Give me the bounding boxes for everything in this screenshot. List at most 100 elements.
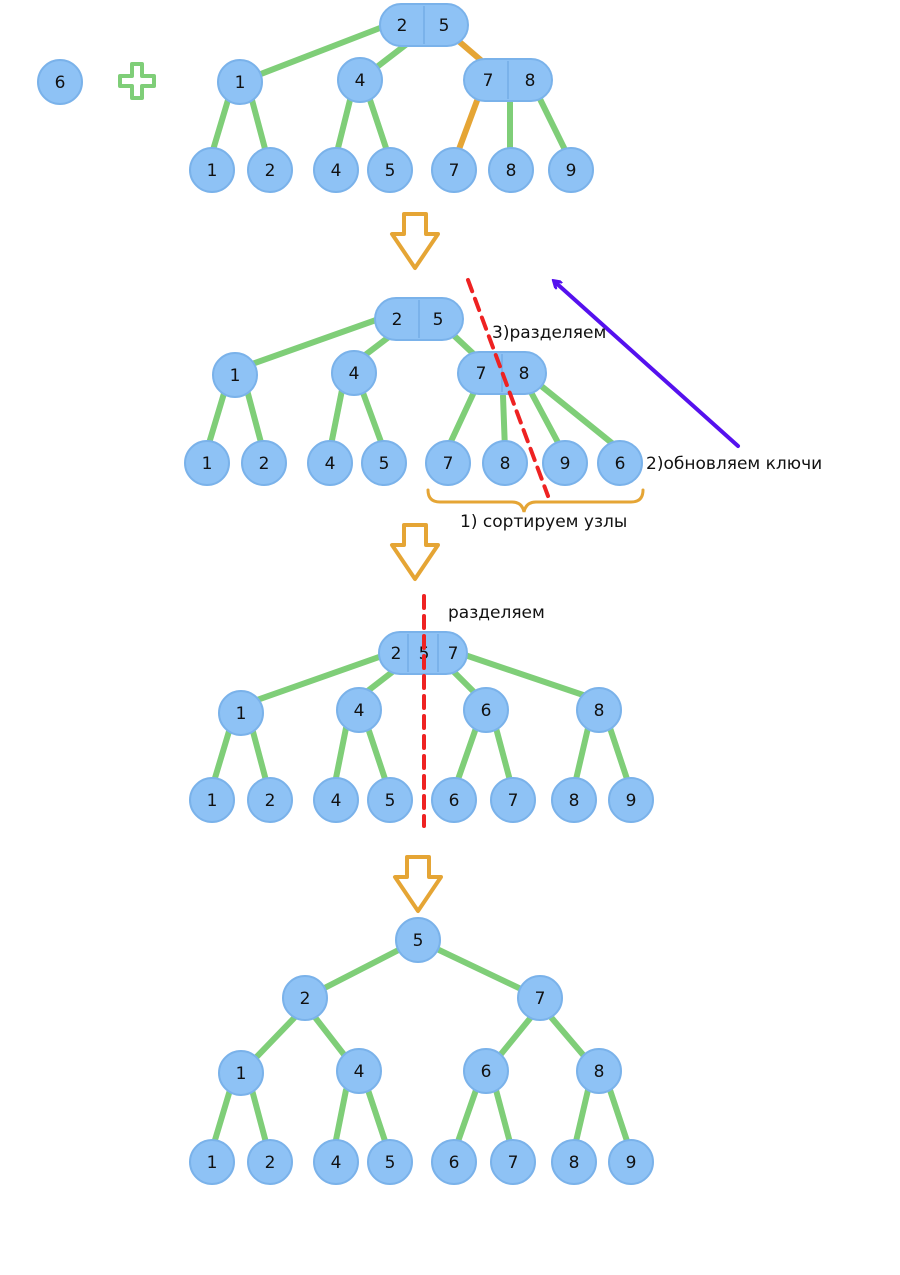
svg-text:9: 9 — [626, 1153, 637, 1173]
svg-text:7: 7 — [508, 791, 519, 811]
svg-text:5: 5 — [385, 1153, 396, 1173]
svg-text:2: 2 — [391, 644, 402, 664]
leaf-node: 4 — [313, 777, 359, 823]
svg-text:8: 8 — [506, 161, 517, 181]
svg-text:9: 9 — [626, 791, 637, 811]
svg-text:2: 2 — [392, 310, 403, 330]
leaf-node: 7 — [425, 440, 471, 486]
svg-text:4: 4 — [354, 1062, 365, 1082]
stage-2-level2-node: 4 — [331, 350, 377, 396]
svg-text:1: 1 — [202, 454, 213, 474]
stage-4-level3-node: 6 — [463, 1048, 509, 1094]
leaf-node: 7 — [431, 147, 477, 193]
leaf-node: 8 — [551, 777, 597, 823]
svg-text:8: 8 — [594, 701, 605, 721]
leaf-node: 9 — [548, 147, 594, 193]
leaf-node: 1 — [184, 440, 230, 486]
stage-2-root-node: 2 5 — [374, 297, 464, 341]
stage-4-level2-node: 7 — [517, 975, 563, 1021]
stage-4-level3-node: 4 — [336, 1048, 382, 1094]
svg-text:2: 2 — [265, 161, 276, 181]
svg-text:7: 7 — [476, 364, 487, 384]
split-label: 3)разделяем — [492, 323, 606, 343]
svg-text:1: 1 — [207, 1153, 218, 1173]
leaf-node: 9 — [542, 440, 588, 486]
split-line — [466, 278, 550, 498]
stage-4-leaves: 1 2 4 5 6 7 8 9 — [189, 1139, 654, 1185]
stage-4-level3-node: 8 — [576, 1048, 622, 1094]
svg-text:9: 9 — [566, 161, 577, 181]
svg-text:2: 2 — [265, 1153, 276, 1173]
stage-3-leaves: 1 2 4 5 6 7 8 9 — [189, 777, 654, 823]
svg-text:1: 1 — [235, 73, 246, 93]
svg-text:1: 1 — [207, 161, 218, 181]
leaf-node: 4 — [313, 1139, 359, 1185]
svg-text:2: 2 — [259, 454, 270, 474]
svg-text:7: 7 — [508, 1153, 519, 1173]
svg-text:5: 5 — [433, 310, 444, 330]
svg-text:1: 1 — [230, 366, 241, 386]
svg-text:5: 5 — [379, 454, 390, 474]
svg-text:2: 2 — [397, 16, 408, 36]
leaf-node: 5 — [367, 777, 413, 823]
update-keys-arrow — [555, 282, 740, 448]
update-keys-label: 2)обновляем ключи — [646, 454, 822, 474]
leaf-node: 5 — [367, 147, 413, 193]
stage-2-leaves: 1 2 4 5 7 8 9 6 — [184, 440, 643, 486]
leaf-node: 7 — [490, 1139, 536, 1185]
svg-text:4: 4 — [355, 71, 366, 91]
stage-3-level2-node: 6 — [463, 687, 509, 733]
stage-4-root-node: 5 — [395, 917, 441, 963]
svg-text:6: 6 — [481, 701, 492, 721]
stage-1-level2-node: 1 — [217, 59, 263, 105]
stage-4-edges — [209, 937, 633, 1153]
svg-text:7: 7 — [535, 989, 546, 1009]
leaf-node: 8 — [482, 440, 528, 486]
leaf-node: 4 — [313, 147, 359, 193]
leaf-node: 8 — [551, 1139, 597, 1185]
svg-text:4: 4 — [331, 791, 342, 811]
stage-4-level3-node: 1 — [218, 1050, 264, 1096]
leaf-node: 1 — [189, 147, 235, 193]
svg-text:4: 4 — [331, 161, 342, 181]
leaf-node: 1 — [189, 777, 235, 823]
stage-3-level2-node: 4 — [336, 687, 382, 733]
stage-1-level2-node: 7 8 — [463, 58, 553, 102]
svg-text:4: 4 — [349, 364, 360, 384]
svg-text:8: 8 — [569, 791, 580, 811]
leaf-node: 5 — [361, 440, 407, 486]
stage-3: 2 5 7 1 4 6 8 1 2 4 5 6 7 8 9 — [189, 594, 654, 828]
stage-4: 5 2 7 1 4 6 8 1 2 4 5 — [189, 917, 654, 1185]
svg-text:4: 4 — [331, 1153, 342, 1173]
leaf-node: 7 — [490, 777, 536, 823]
new-key-node: 6 — [37, 59, 83, 105]
plus-icon — [118, 62, 156, 100]
stage-1-root-node: 2 5 — [379, 3, 469, 47]
svg-text:5: 5 — [413, 931, 424, 951]
svg-text:6: 6 — [449, 1153, 460, 1173]
svg-text:5: 5 — [439, 16, 450, 36]
svg-text:4: 4 — [354, 701, 365, 721]
svg-text:1: 1 — [236, 1064, 247, 1084]
svg-text:5: 5 — [385, 791, 396, 811]
svg-text:2: 2 — [265, 791, 276, 811]
svg-text:4: 4 — [325, 454, 336, 474]
stage-2-level2-node: 1 — [212, 352, 258, 398]
svg-text:6: 6 — [615, 454, 626, 474]
svg-text:9: 9 — [560, 454, 571, 474]
leaf-node: 2 — [241, 440, 287, 486]
svg-text:6: 6 — [55, 73, 66, 93]
svg-text:7: 7 — [443, 454, 454, 474]
sort-label: 1) сортируем узлы — [460, 512, 627, 532]
stage-2-edges — [204, 317, 621, 453]
stage-4-level2-node: 2 — [282, 975, 328, 1021]
stage-1: 6 2 5 1 4 7 8 1 2 — [37, 3, 594, 193]
svg-text:8: 8 — [519, 364, 530, 384]
sort-brace — [426, 488, 645, 513]
svg-text:1: 1 — [207, 791, 218, 811]
down-arrow-icon — [390, 212, 440, 270]
stage-3-level2-node: 8 — [576, 687, 622, 733]
svg-text:8: 8 — [569, 1153, 580, 1173]
leaf-node: 2 — [247, 147, 293, 193]
